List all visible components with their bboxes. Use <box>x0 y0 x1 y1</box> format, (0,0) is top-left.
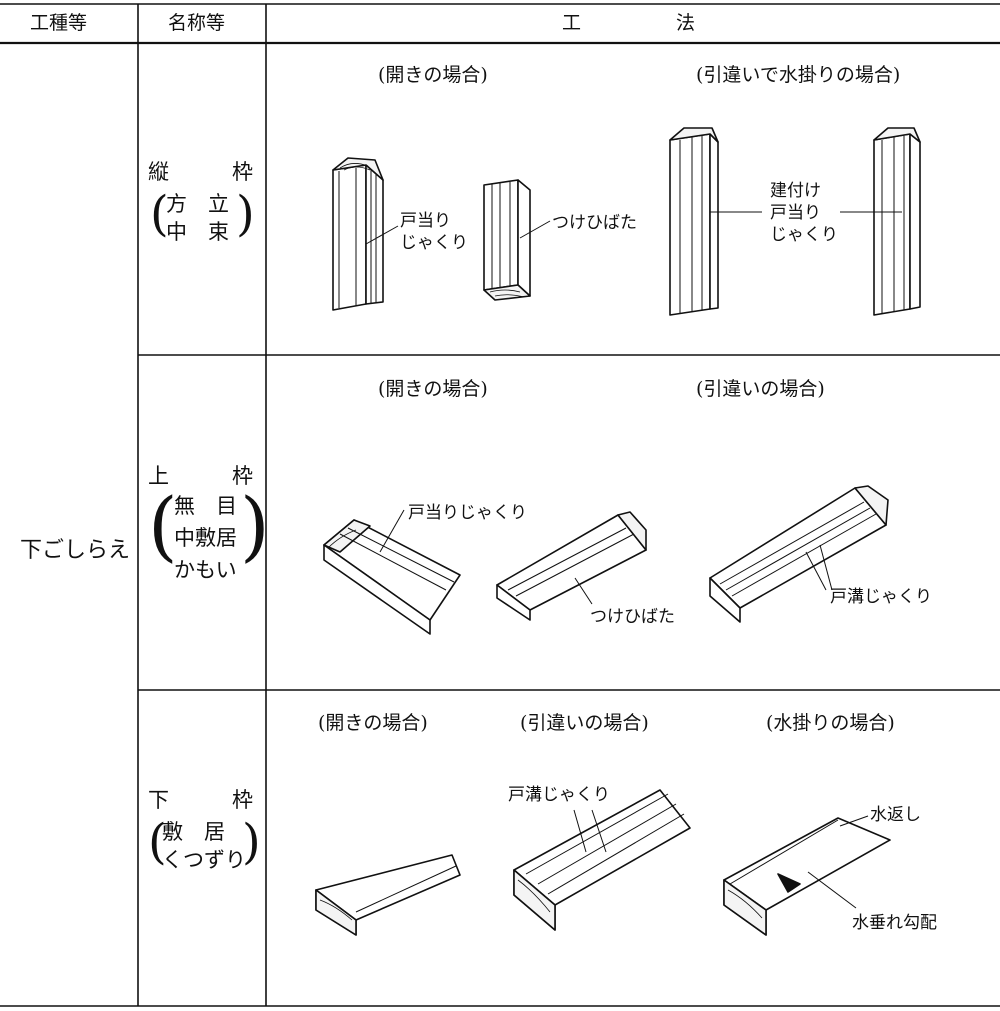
paren-right: ) <box>242 814 261 870</box>
paren-right: ) <box>236 186 255 242</box>
tategamachi-sliding-right-drawing <box>873 127 921 316</box>
name-line-3: 中敷居 <box>174 526 237 550</box>
shikii-opening-drawing <box>315 854 461 936</box>
label-tomizo-jakuri: 戸溝じゃくり <box>508 785 610 805</box>
name-line-2: 敷 居 <box>162 820 225 844</box>
shikii-sliding-drawing <box>513 789 691 931</box>
name-line-3: くつずり <box>162 848 246 872</box>
label-tatetsuke: 建付け 戸当り じゃくり <box>770 181 838 245</box>
kamigamachi-sliding-drawing <box>709 485 889 623</box>
paren-right: ) <box>240 481 270 570</box>
case-left-title: (開きの場合) <box>378 378 488 400</box>
label-mizugaeshi: 水返し <box>870 805 921 825</box>
tategamachi-opening-drawing <box>332 157 384 311</box>
paren-left: ( <box>148 481 178 570</box>
case-sliding-title: (引違いの場合) <box>520 712 649 734</box>
label-mizudare-koubai: 水垂れ勾配 <box>852 913 937 933</box>
header-work-type: 工種等 <box>30 12 88 34</box>
label-todari-jakuri: 戸当り じゃくり <box>400 211 468 253</box>
label-tomizo-jakuri: 戸溝じゃくり <box>830 587 932 607</box>
table-grid <box>0 3 1000 1007</box>
name-line-2: 無 目 <box>174 494 237 518</box>
header-method: 工 法 <box>562 12 696 34</box>
case-right-title: (引違いの場合) <box>696 378 825 400</box>
kamigamachi-tsukehibata-drawing <box>496 511 647 621</box>
case-opening-title: (開きの場合) <box>318 712 428 734</box>
name-line-4: かもい <box>174 558 237 582</box>
label-tsukehibata: つけひばた <box>590 607 675 627</box>
name-line-1: 縦 枠 <box>148 160 253 184</box>
name-line-1: 上 枠 <box>148 464 253 488</box>
label-todari-jakuri: 戸当りじゃくり <box>408 503 527 523</box>
case-left-title: (開きの場合) <box>378 64 488 86</box>
paren-left: ( <box>148 814 167 870</box>
label-tsukehibata: つけひばた <box>552 213 637 233</box>
header-name: 名称等 <box>168 12 226 34</box>
name-line-2: 方 立 <box>166 192 229 216</box>
tategamachi-sliding-left-drawing <box>669 127 719 316</box>
category-label: 下ごしらえ <box>20 538 131 563</box>
paren-left: ( <box>150 186 169 242</box>
tategamachi-tsukehibata-drawing <box>483 179 531 301</box>
shikii-water-drawing <box>723 817 891 936</box>
name-line-1: 下 枠 <box>148 788 253 812</box>
case-water-title: (水掛りの場合) <box>766 712 895 734</box>
name-line-3: 中 束 <box>166 220 229 244</box>
case-right-title: (引違いで水掛りの場合) <box>696 64 901 86</box>
kamigamachi-opening-drawing <box>323 519 461 635</box>
